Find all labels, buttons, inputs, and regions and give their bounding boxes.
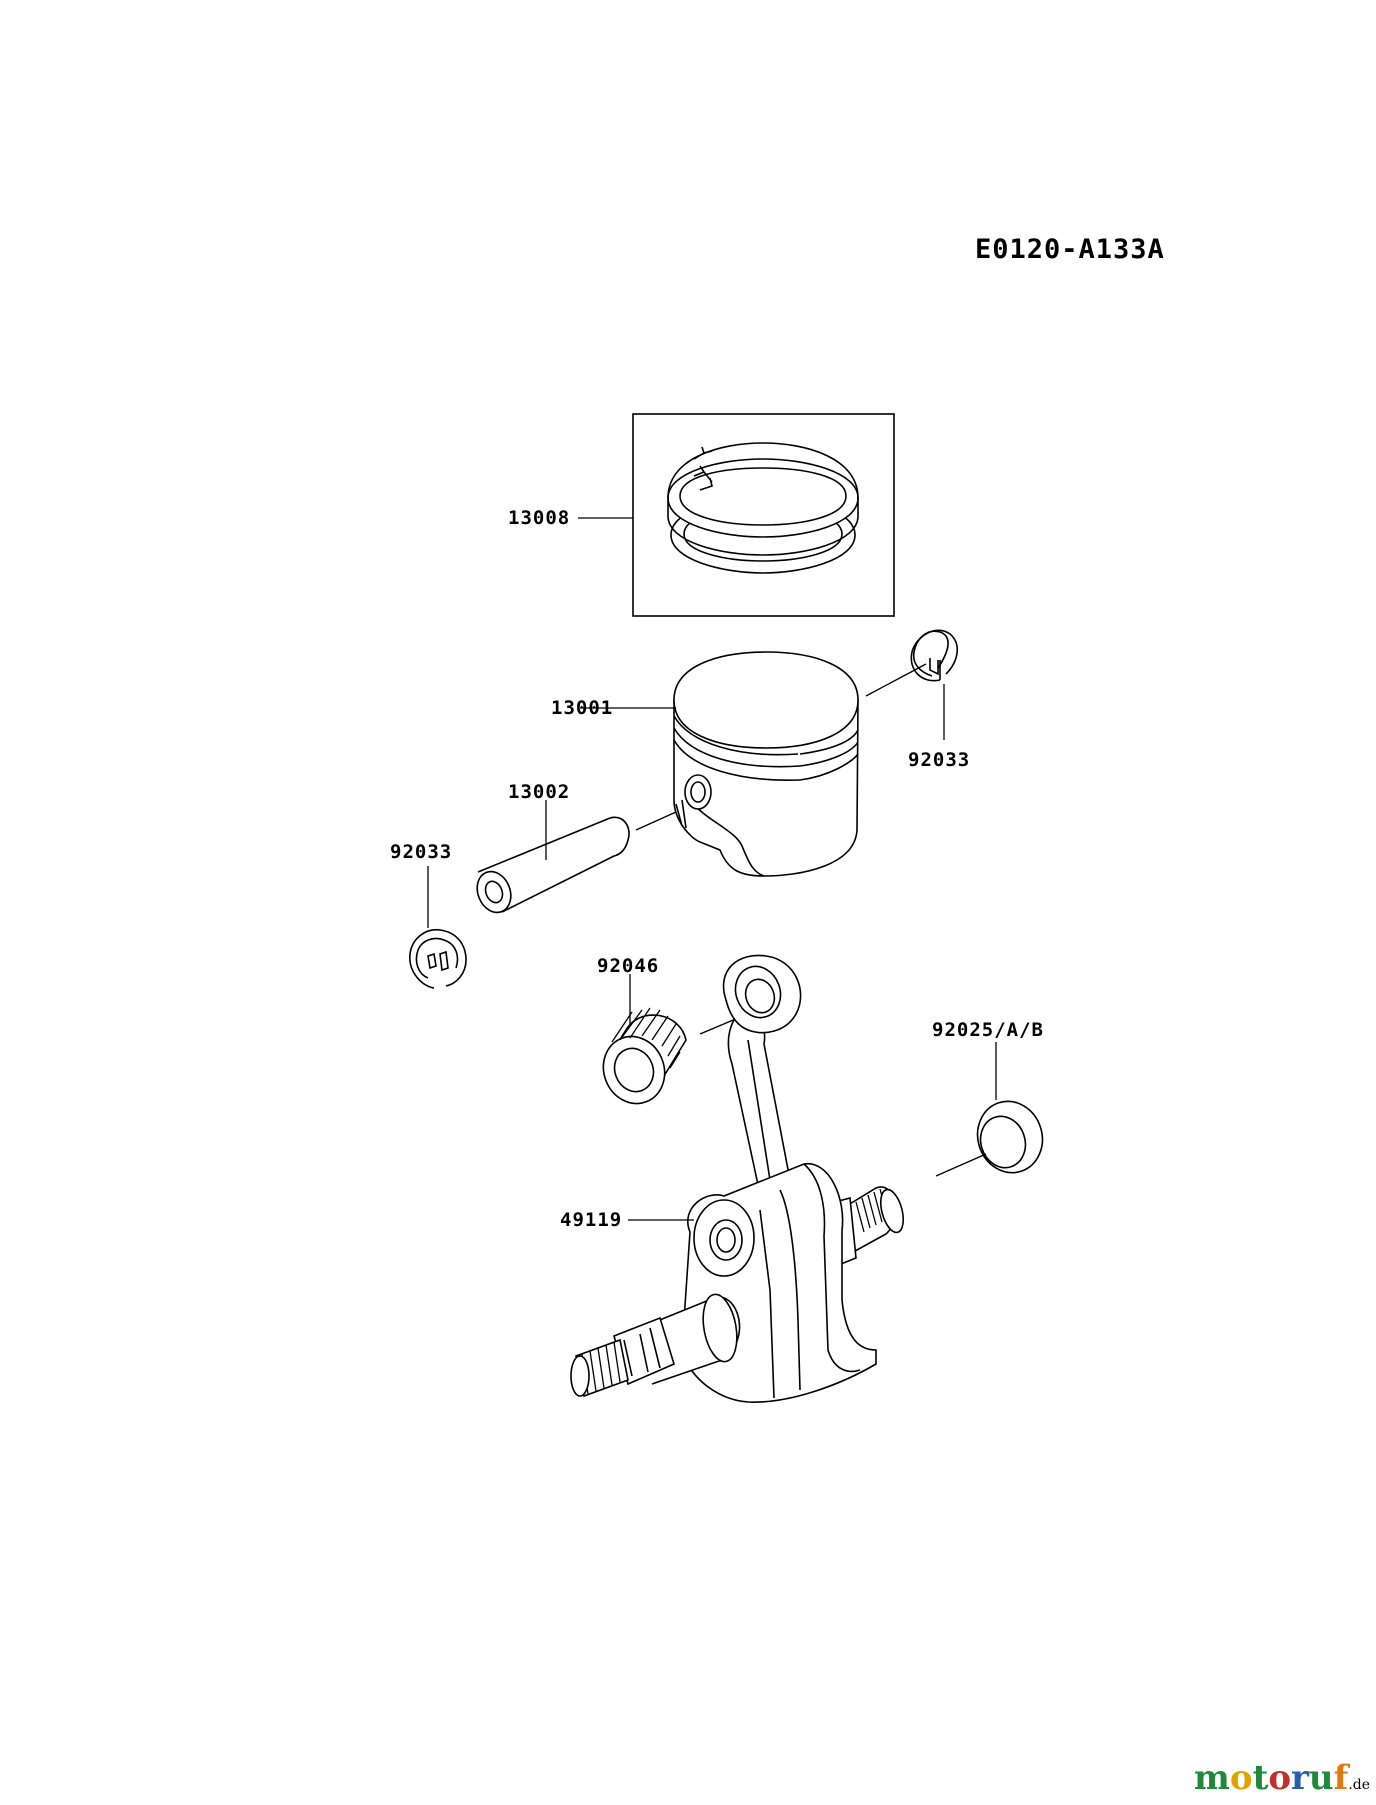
watermark-letter: o bbox=[1268, 1758, 1291, 1798]
watermark-logo: motoruf.de bbox=[1194, 1758, 1370, 1798]
watermark-suffix: .de bbox=[1348, 1777, 1370, 1793]
watermark-letter: t bbox=[1252, 1758, 1269, 1798]
piston-pin-illustration bbox=[476, 800, 677, 914]
watermark-letter: r bbox=[1291, 1758, 1309, 1798]
washer-illustration bbox=[935, 1042, 1044, 1177]
circlip-left-illustration bbox=[409, 866, 467, 989]
label-92033-left: 92033 bbox=[390, 841, 452, 863]
label-13001: 13001 bbox=[551, 697, 613, 719]
label-92033-right: 92033 bbox=[908, 749, 970, 771]
circlip-right-illustration bbox=[865, 629, 958, 740]
label-13002: 13002 bbox=[508, 781, 570, 803]
watermark-letter: m bbox=[1193, 1758, 1230, 1798]
crankshaft-illustration bbox=[570, 954, 905, 1403]
watermark-text: motoruf bbox=[1194, 1758, 1348, 1798]
label-92025: 92025/A/B bbox=[932, 1019, 1044, 1041]
watermark-letter: o bbox=[1229, 1758, 1253, 1798]
piston-rings-illustration bbox=[578, 413, 895, 617]
needle-bearing-illustration bbox=[602, 974, 739, 1105]
label-92046: 92046 bbox=[597, 955, 659, 977]
watermark-letter: u bbox=[1308, 1758, 1334, 1798]
piston-illustration bbox=[580, 651, 859, 877]
label-49119: 49119 bbox=[560, 1209, 622, 1231]
watermark-letter: f bbox=[1333, 1758, 1349, 1798]
label-13008: 13008 bbox=[508, 507, 570, 529]
diagram-code: E0120-A133A bbox=[975, 234, 1165, 265]
